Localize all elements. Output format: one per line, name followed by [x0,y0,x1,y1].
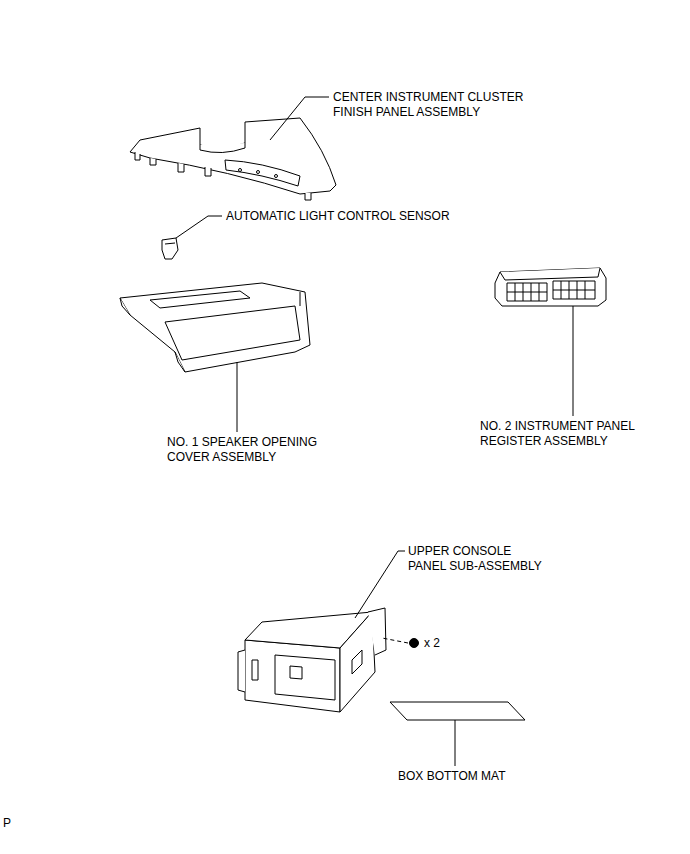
mat-drawing [390,702,525,720]
part-name: NO. 1 SPEAKER OPENING COVER ASSEMBLY [167,435,337,465]
part-name: UPPER CONSOLE PANEL SUB-ASSEMBLY [408,544,549,574]
figure-code: P [3,816,11,831]
console-drawing [238,608,386,712]
speaker-cover-drawing [120,283,310,372]
finish-panel-drawing [130,118,336,200]
register-drawing [495,268,606,306]
part-name: NO. 2 INSTRUMENT PANEL REGISTER ASSEMBLY [480,419,655,449]
part-name: BOX BOTTOM MAT [398,769,506,784]
part-name: CENTER INSTRUMENT CLUSTER FINISH PANEL A… [333,90,538,120]
sensor-drawing [162,238,178,259]
quantity-label: x 2 [424,636,440,651]
screw-drawing [382,638,419,648]
part-name: AUTOMATIC LIGHT CONTROL SENSOR [226,209,450,224]
